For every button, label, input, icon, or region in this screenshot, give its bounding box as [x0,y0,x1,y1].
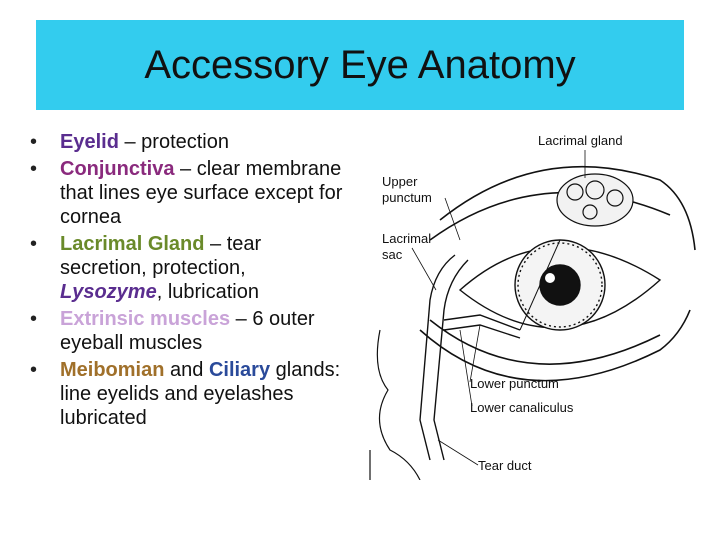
bullet-text: glands: line eyelids and eyelashes lubri… [60,359,341,429]
term-conjunctiva: Conjunctiva [60,158,175,180]
leader-lines [411,150,586,466]
bullet-extrinsic-muscles: • Extrinsic muscles – 6 outer eyeball mu… [30,307,350,355]
bullet-text: – clear membrane that lines eye surface … [60,158,343,228]
bullet-dot-icon: • [30,308,38,330]
bullet-text: , lubrication [156,281,259,303]
bullet-dot-icon: • [30,233,38,255]
bullet-lacrimal-gland: • Lacrimal Gland – tear secretion, prote… [30,232,350,304]
bullet-conjunctiva: • Conjunctiva – clear membrane that line… [30,157,350,229]
term-eyelid: Eyelid [60,131,119,153]
bullet-eyelid: • Eyelid – protection [30,130,350,154]
bullet-dot-icon: • [30,131,38,153]
label-lacrimal-gland: Lacrimal gland [538,133,623,148]
label-upper-punctum-2: punctum [382,190,432,205]
bullet-text: – tear secretion, protection, [60,233,262,279]
title-bar: Accessory Eye Anatomy [36,20,684,110]
term-ciliary: Ciliary [208,359,271,381]
term-lacrimal-gland: Lacrimal Gland [60,233,205,255]
term-extrinsic-muscles: Extrinsic muscles [60,308,231,330]
label-lacrimal-sac-2: sac [382,247,403,262]
label-lower-canaliculus: Lower canaliculus [470,400,574,415]
label-lower-punctum: Lower punctum [470,376,559,391]
lacrimal-gland-shape [556,173,634,227]
label-lacrimal-sac-1: Lacrimal [382,231,431,246]
bullet-dot-icon: • [30,158,38,180]
slide-title: Accessory Eye Anatomy [144,42,576,87]
eye-anatomy-diagram: Lacrimal gland Upper punctum Lacrimal sa… [369,133,696,480]
label-tear-duct: Tear duct [478,458,532,473]
bullet-glands: • Meibomian and Ciliary glands: line eye… [30,358,350,430]
bullet-dot-icon: • [30,359,38,381]
bullet-text: and [164,359,209,381]
bullet-text: – protection [118,131,229,153]
eyelid-outline [419,165,696,382]
bullet-text: – 6 outer eyeball muscles [60,308,315,354]
label-upper-punctum-1: Upper [382,174,418,189]
bullet-list: • Eyelid – protection • Conjunctiva – cl… [30,130,350,433]
term-meibomian: Meibomian [60,359,165,381]
term-lysozyme: Lysozyme [60,281,157,303]
nasal-outline [369,329,421,480]
eyeball [458,239,662,331]
